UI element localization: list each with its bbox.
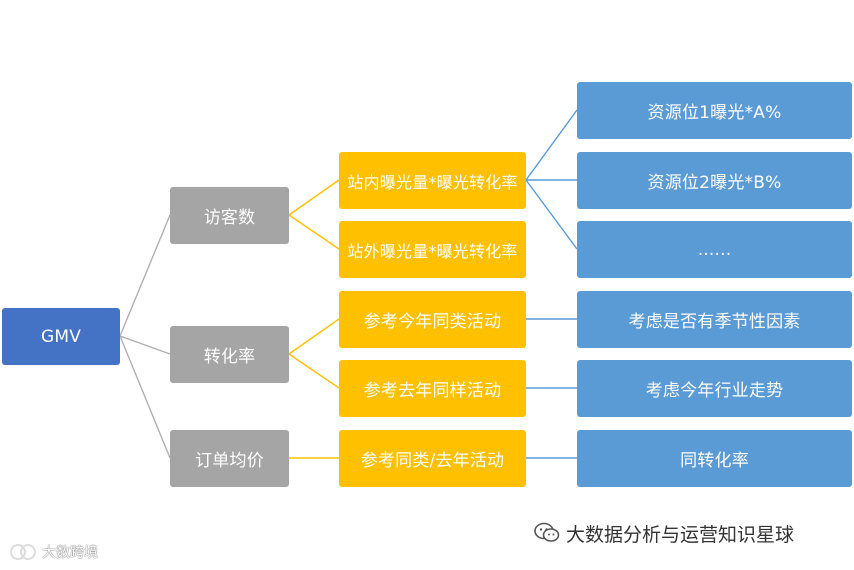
wechat-icon — [534, 522, 560, 542]
connector-root-conversion — [119, 335, 171, 355]
node-ref-last-year: 参考去年同样活动 — [339, 360, 526, 417]
connectors — [119, 109, 578, 459]
node-visitors: 访客数 — [170, 187, 289, 244]
node-industry-trend: 考虑今年行业走势 — [577, 360, 852, 417]
watermark-corner: 大数跨境 — [8, 538, 98, 566]
watermark-brand-right: 大数据分析与运营知识星球 — [566, 523, 795, 546]
node-avg-order-value: 订单均价 — [170, 430, 289, 487]
node-resource-slot-2: 资源位2曝光*B% — [577, 152, 852, 209]
node-seasonality: 考虑是否有季节性因素 — [577, 291, 852, 348]
watermark-brand-left: 大数跨境 — [42, 545, 98, 561]
node-same-as-conversion: 同转化率 — [577, 430, 852, 487]
connector-conversion-thisyear — [288, 318, 340, 355]
connector-visitors-onsite — [288, 179, 340, 216]
watermark-wechat: 大数据分析与运营知识星球 — [534, 517, 794, 549]
connector-onsite-slot1 — [525, 109, 578, 181]
node-offsite-exposure: 站外曝光量*曝光转化率 — [339, 221, 526, 278]
node-conversion-rate: 转化率 — [170, 326, 289, 383]
node-onsite-exposure: 站内曝光量*曝光转化率 — [339, 152, 526, 209]
connector-conversion-lastyear — [288, 353, 340, 389]
node-resource-slot-1: 资源位1曝光*A% — [577, 82, 852, 139]
node-gmv: GMV — [2, 308, 120, 365]
connector-onsite-ellipsis — [525, 179, 578, 250]
node-ellipsis: ...... — [577, 221, 852, 278]
node-ref-this-year: 参考今年同类活动 — [339, 291, 526, 348]
connector-root-visitors — [119, 214, 171, 337]
node-ref-similar: 参考同类/去年活动 — [339, 430, 526, 487]
connector-visitors-offsite — [288, 214, 340, 250]
connector-root-aov — [119, 335, 171, 459]
brand-logo-icon — [10, 544, 36, 560]
